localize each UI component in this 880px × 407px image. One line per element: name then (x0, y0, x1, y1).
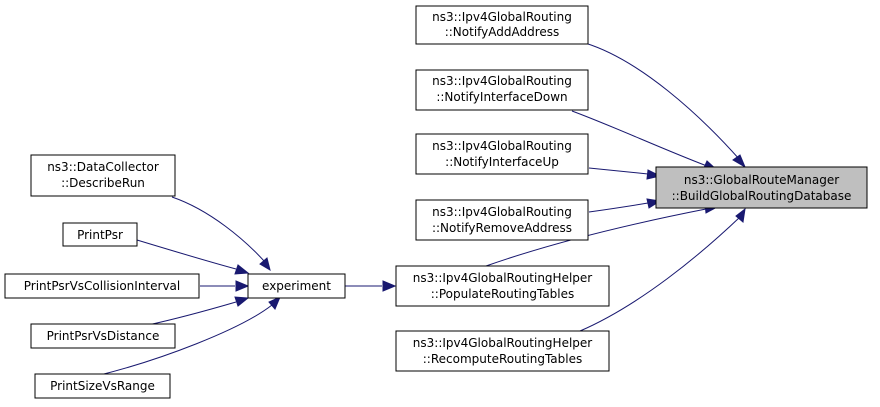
node-label-line2: ::RecomputeRoutingTables (423, 352, 583, 366)
node-label: PrintPsrVsDistance (47, 329, 160, 343)
edge-printpsrvsdistance-to-experiment (147, 296, 250, 326)
node-populate-routing-tables[interactable]: ns3::Ipv4GlobalRoutingHelper ::PopulateR… (395, 265, 610, 307)
edge-describerun-to-experiment (171, 196, 271, 272)
node-notify-add-address[interactable]: ns3::Ipv4GlobalRouting ::NotifyAddAddres… (415, 5, 589, 45)
node-label-line1: ns3::Ipv4GlobalRoutingHelper (413, 271, 592, 285)
node-label-line1: ns3::GlobalRouteManager (684, 173, 839, 187)
node-print-size-vs-range[interactable]: PrintSizeVsRange (34, 373, 171, 399)
node-print-psr-vs-distance[interactable]: PrintPsrVsDistance (30, 323, 176, 349)
node-recompute-routing-tables[interactable]: ns3::Ipv4GlobalRoutingHelper ::Recompute… (395, 330, 610, 372)
node-label-line2: ::BuildGlobalRoutingDatabase (672, 189, 852, 203)
node-notify-interface-up[interactable]: ns3::Ipv4GlobalRouting ::NotifyInterface… (415, 133, 589, 175)
edge-experiment-to-populateroutingtables (344, 280, 397, 292)
node-label: PrintSizeVsRange (50, 379, 155, 393)
edge-notifyinterfaceup-to-target (588, 167, 662, 180)
node-label-line1: ns3::Ipv4GlobalRouting (432, 74, 572, 88)
node-build-global-routing-database[interactable]: ns3::GlobalRouteManager ::BuildGlobalRou… (655, 166, 868, 209)
node-label-line2: ::NotifyInterfaceUp (445, 155, 559, 169)
node-label-line2: ::PopulateRoutingTables (431, 287, 575, 301)
edge-notifyremoveaddress-to-target (588, 198, 662, 213)
node-print-psr[interactable]: PrintPsr (62, 222, 138, 247)
node-label-line2: ::NotifyInterfaceDown (436, 90, 567, 104)
edge-notifyinterfacedown-to-target (571, 110, 720, 172)
node-label: experiment (262, 279, 331, 293)
node-label: PrintPsrVsCollisionInterval (24, 279, 181, 293)
node-label-line1: ns3::DataCollector (47, 160, 159, 174)
edge-recomputeroutingtables-to-target (579, 207, 746, 332)
node-label: PrintPsr (77, 228, 123, 242)
edge-printpsr-to-experiment (136, 239, 250, 275)
node-describe-run[interactable]: ns3::DataCollector ::DescribeRun (30, 154, 176, 197)
node-notify-interface-down[interactable]: ns3::Ipv4GlobalRouting ::NotifyInterface… (415, 69, 589, 111)
node-print-psr-vs-collision-interval[interactable]: PrintPsrVsCollisionInterval (4, 273, 200, 299)
edge-printsizevsrange-to-experiment (99, 296, 281, 376)
node-label-line1: ns3::Ipv4GlobalRouting (432, 10, 572, 24)
node-notify-remove-address[interactable]: ns3::Ipv4GlobalRouting ::NotifyRemoveAdd… (415, 199, 589, 241)
node-experiment[interactable]: experiment (247, 273, 346, 299)
node-label-line1: ns3::Ipv4GlobalRouting (432, 139, 572, 153)
edge-printpsrvscollisioninterval-to-experiment (199, 280, 250, 292)
edge-notifyaddaddress-to-target (584, 42, 747, 169)
node-label-line1: ns3::Ipv4GlobalRoutingHelper (413, 336, 592, 350)
node-label-line2: ::NotifyRemoveAddress (432, 221, 572, 235)
node-label-line2: ::NotifyAddAddress (445, 25, 560, 39)
node-label-line2: ::DescribeRun (61, 176, 145, 190)
node-label-line1: ns3::Ipv4GlobalRouting (432, 205, 572, 219)
